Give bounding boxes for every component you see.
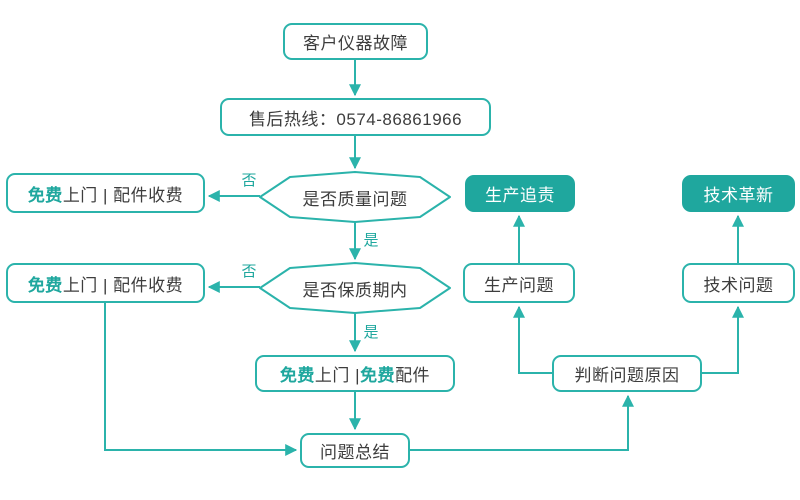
connector-judge-to-production-issue — [513, 305, 552, 374]
connector-judge-to-technical-issue — [702, 305, 744, 374]
free-label-highlight: 免费 — [279, 366, 315, 385]
node-customer-fault-label: 客户仪器故障 — [303, 34, 408, 53]
visit-separator-label: 上门 | — [314, 366, 361, 385]
node-decision-warranty: 是否保质期内 — [260, 263, 450, 313]
free-label-highlight: 免费 — [27, 275, 63, 295]
parts-label: 配件 — [395, 366, 431, 385]
node-production-issue-label: 生产问题 — [484, 275, 554, 295]
free-label-highlight: 免费 — [360, 366, 396, 385]
node-production-accountability-label: 生产追责 — [485, 186, 555, 205]
node-free-visit-paid-parts-bottom: 免费上门 | 配件收费 — [6, 263, 205, 303]
node-decision-warranty-label: 是否保质期内 — [302, 280, 408, 300]
connector-paidparts-to-summary — [104, 303, 298, 456]
node-hotline: 售后热线：0574-86861966 — [220, 98, 491, 136]
node-technical-innovation-label: 技术革新 — [703, 186, 774, 205]
edge-label-quality-no: 否 — [241, 172, 257, 189]
edge-label-warranty-yes: 是 — [363, 324, 379, 341]
node-summary: 问题总结 — [300, 433, 410, 468]
edge-label-warranty-no: 否 — [241, 263, 257, 280]
node-free-visit-paid-parts-top: 免费上门 | 配件收费 — [6, 173, 205, 213]
paid-parts-label: 上门 | 配件收费 — [62, 185, 184, 205]
node-judge-cause: 判断问题原因 — [552, 355, 702, 392]
free-label-highlight: 免费 — [27, 185, 63, 205]
node-summary-label: 问题总结 — [320, 443, 390, 462]
decision-shape-warranty — [259, 262, 451, 314]
node-technical-issue-label: 技术问题 — [703, 275, 774, 295]
node-technical-issue: 技术问题 — [682, 263, 795, 303]
node-production-accountability: 生产追责 — [465, 175, 575, 212]
node-customer-fault: 客户仪器故障 — [283, 23, 428, 60]
paid-parts-label: 上门 | 配件收费 — [62, 275, 184, 295]
node-hotline-label: 售后热线：0574-86861966 — [248, 109, 463, 129]
node-technical-innovation: 技术革新 — [682, 175, 795, 212]
node-judge-cause-label: 判断问题原因 — [574, 366, 680, 385]
node-decision-quality-label: 是否质量问题 — [302, 189, 408, 209]
node-production-issue: 生产问题 — [463, 263, 575, 303]
connector-summary-to-judge — [410, 394, 634, 451]
decision-shape-quality — [259, 171, 451, 223]
node-free-visit-free-parts: 免费上门 | 免费配件 — [255, 355, 455, 392]
node-decision-quality: 是否质量问题 — [260, 172, 450, 222]
edge-label-quality-yes: 是 — [363, 232, 379, 249]
